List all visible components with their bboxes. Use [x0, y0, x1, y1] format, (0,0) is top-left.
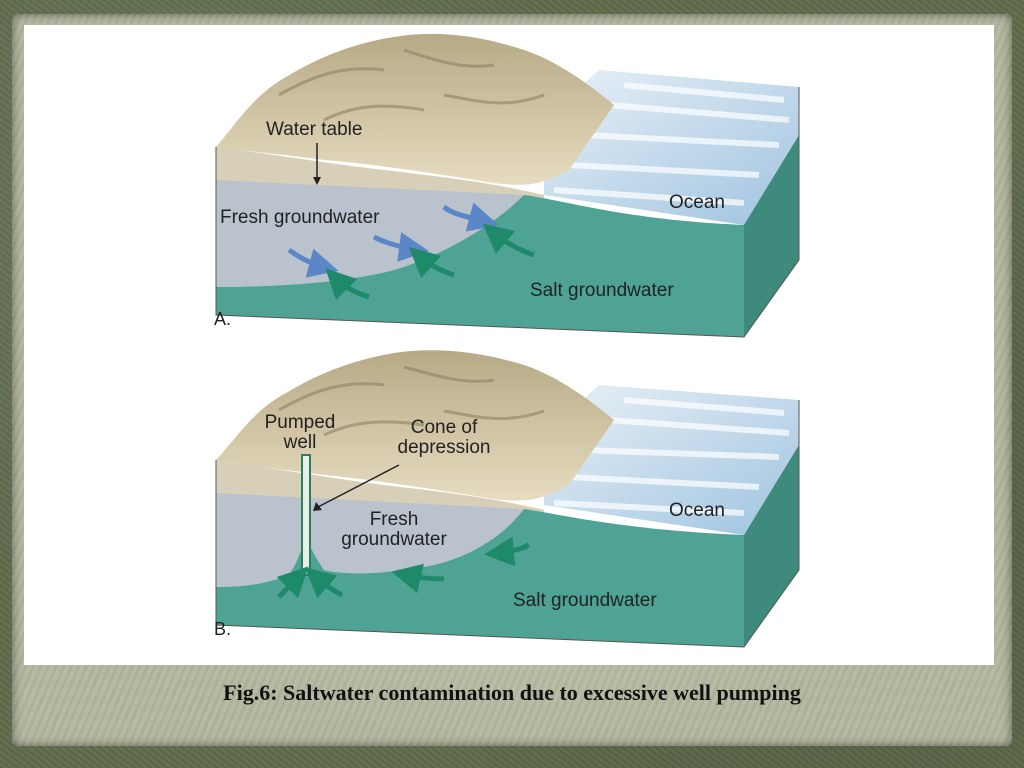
cone-pointer: [317, 464, 400, 508]
salt-flow-arrow: [408, 247, 455, 279]
fresh-groundwater-label: Fresh groundwater: [220, 207, 380, 228]
cone-of-depression-label: Cone of depression: [397, 417, 491, 458]
salt-groundwater-zone: [216, 195, 744, 337]
mountain-terrain: [216, 350, 614, 501]
figure-caption: Fig.6: Saltwater contamination due to ex…: [223, 680, 801, 705]
fresh-flow-arrow: [442, 202, 499, 232]
salt-groundwater-label: Salt groundwater: [513, 590, 657, 611]
fresh-groundwater-zone: [216, 493, 524, 587]
salt-flow-arrow: [325, 268, 370, 301]
panel-b-diagram: [215, 350, 800, 648]
ocean-label: Ocean: [669, 500, 725, 521]
panel-a-diagram: [215, 33, 800, 338]
salt-flow-arrow: [391, 563, 445, 593]
salt-flow-arrow: [304, 567, 344, 599]
fresh-flow-arrow: [287, 247, 339, 278]
salt-flow-arrow: [276, 566, 309, 599]
fresh-groundwater-label: Fresh groundwater: [341, 509, 447, 550]
water-table-label: Water table: [266, 119, 363, 140]
salt-flow-arrow: [482, 223, 535, 258]
salt-groundwater-zone: [216, 509, 744, 647]
salt-flow-arrow: [484, 536, 531, 567]
pumped-well-label: Pumped well: [264, 412, 336, 453]
ocean-label: Ocean: [669, 192, 725, 213]
pumped-well: [301, 454, 311, 576]
panel-b-label: B.: [214, 619, 232, 639]
groundwater-diagram: [215, 33, 800, 648]
salt-groundwater-label: Salt groundwater: [530, 280, 674, 301]
panel-a-label: A.: [214, 309, 232, 329]
figure-panel: Water table Fresh groundwater Ocean Salt…: [24, 25, 994, 665]
